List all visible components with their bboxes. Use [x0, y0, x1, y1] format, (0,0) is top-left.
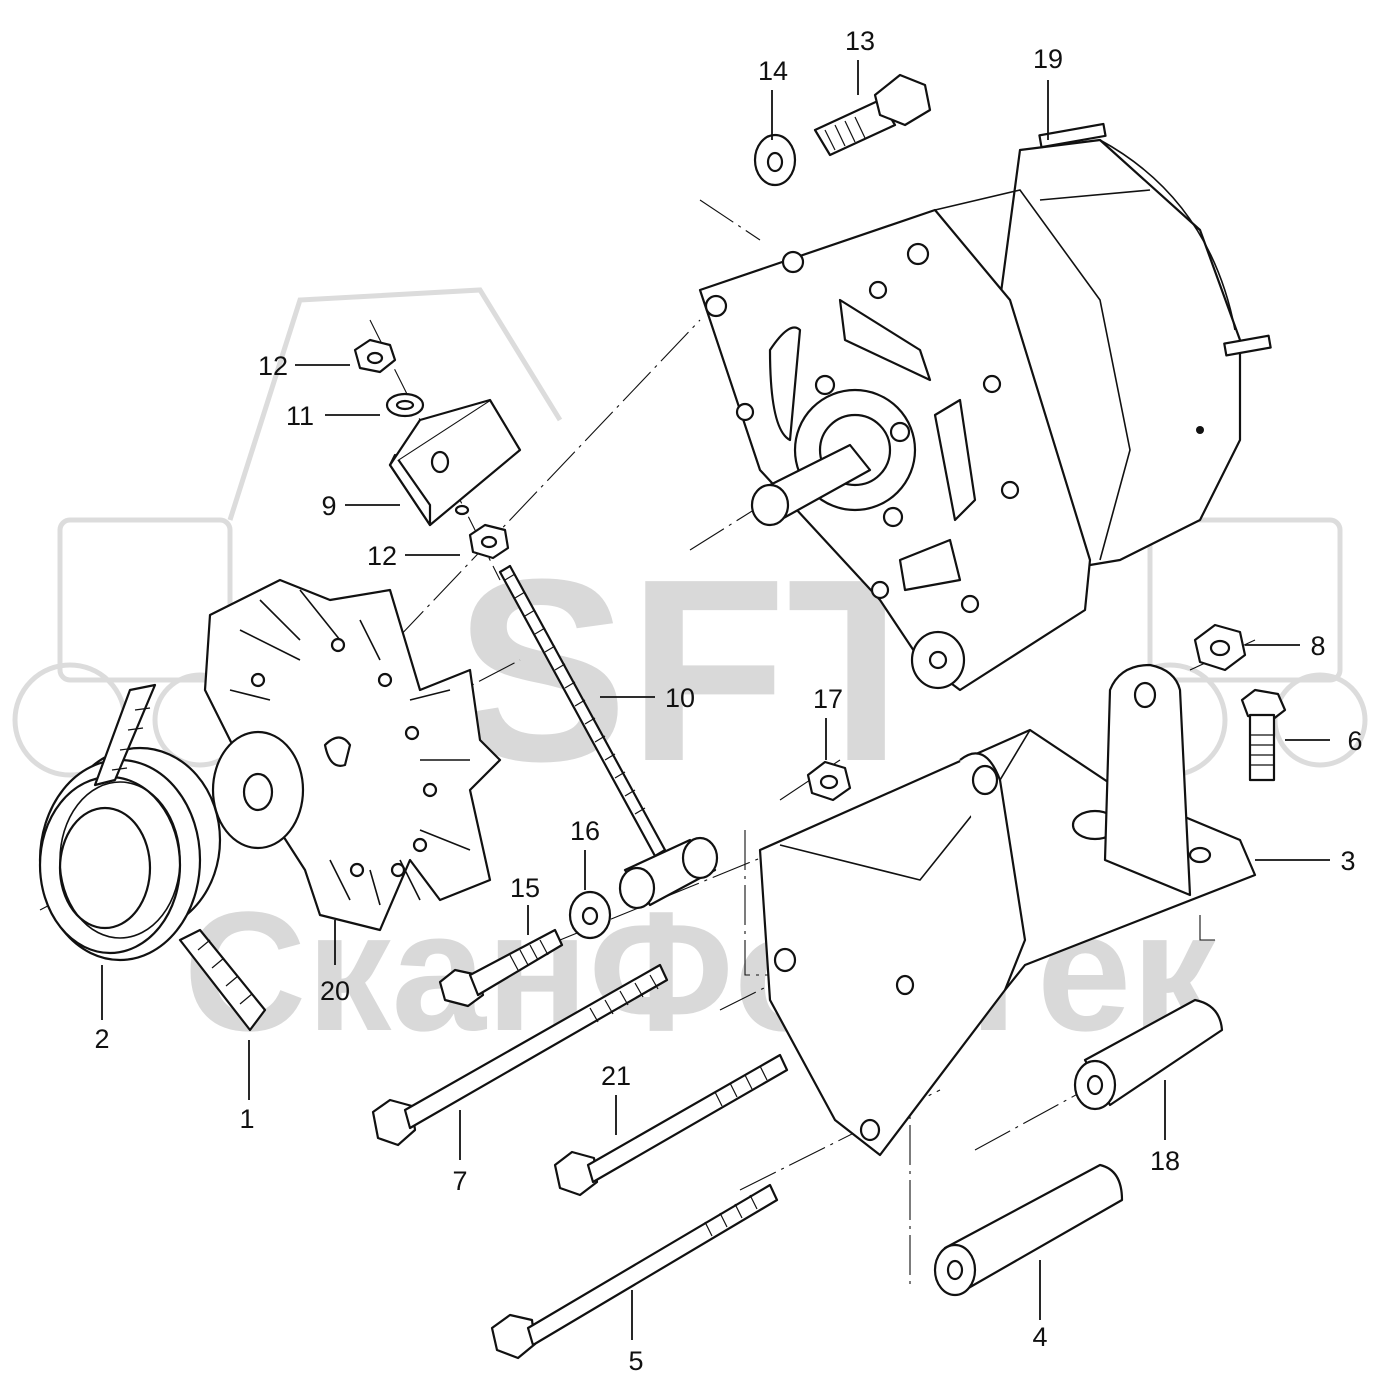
v-belt-1: [93, 683, 267, 1032]
callout-21: 21: [601, 1061, 631, 1091]
callout-13: 13: [845, 26, 875, 56]
callout-1: 1: [239, 1104, 254, 1134]
callout-11: 11: [286, 401, 314, 431]
adjusting-block-9: [388, 398, 522, 527]
nut-8: [1193, 623, 1247, 672]
washer-16: [568, 890, 612, 940]
callout-6: 6: [1347, 726, 1362, 756]
washer-14: [753, 133, 797, 187]
long-bolt-7: [371, 963, 669, 1147]
bolt-15: [438, 928, 564, 1008]
nut-17: [806, 760, 852, 802]
callout-3: 3: [1340, 846, 1355, 876]
tension-rod-10: [498, 564, 719, 910]
pulley-2: [38, 746, 222, 962]
long-bolt-21: [553, 1053, 789, 1197]
callout-8: 8: [1310, 631, 1325, 661]
callout-9: 9: [321, 491, 336, 521]
callout-numbers: 1 2 3 4 5 6 7 8 9 10 11 12 12 13 14 15 1…: [94, 26, 1362, 1376]
bolt-13: [813, 73, 932, 157]
bolt-6: [1240, 688, 1287, 782]
callout-15: 15: [510, 873, 540, 903]
nut-12-lower: [468, 523, 510, 560]
callout-10: 10: [665, 683, 695, 713]
leader-lines: [101, 60, 1330, 1340]
long-bolt-5: [490, 1183, 779, 1360]
callout-14: 14: [758, 56, 788, 86]
spacer-tube-18: [1073, 998, 1224, 1111]
callout-19: 19: [1033, 44, 1063, 74]
callout-4: 4: [1032, 1322, 1047, 1352]
callout-20: 20: [320, 976, 350, 1006]
callout-12-lower: 12: [367, 541, 397, 571]
fan-20: [203, 578, 502, 932]
nut-12-top: [353, 338, 397, 374]
callout-18: 18: [1150, 1146, 1180, 1176]
callout-17: 17: [813, 684, 843, 714]
callout-2: 2: [94, 1024, 109, 1054]
callout-7: 7: [452, 1166, 467, 1196]
alternator: [698, 122, 1272, 692]
callout-16: 16: [570, 816, 600, 846]
callout-5: 5: [628, 1346, 643, 1376]
spacer-tube-4: [933, 1163, 1124, 1297]
lock-washer-11: [385, 392, 425, 418]
callout-12-top: 12: [258, 351, 288, 381]
mounting-bracket-3: [758, 663, 1257, 1157]
